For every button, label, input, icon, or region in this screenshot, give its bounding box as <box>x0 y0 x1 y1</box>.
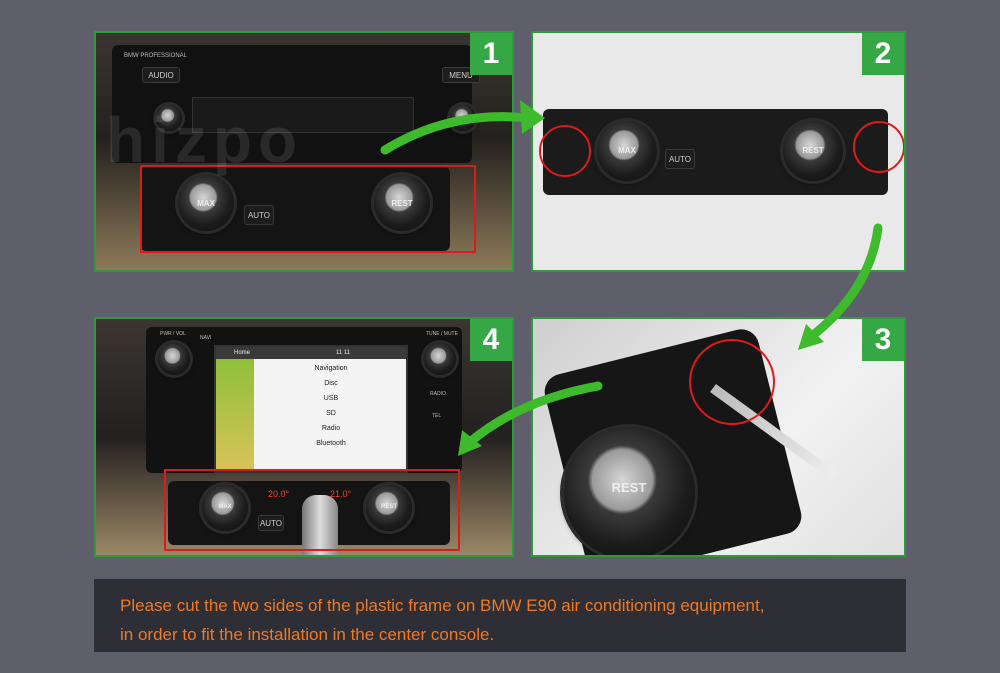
radio-label: RADIO <box>430 391 446 397</box>
right-cut-circle <box>853 121 904 173</box>
left-climate-knob: MAX <box>202 485 248 531</box>
screen-title: Home <box>234 350 251 356</box>
right-climate-knob: REST <box>374 175 430 231</box>
step-1-photo: BMW PROFESSIONAL AUDIO MENU MAX AUTO RES… <box>94 31 514 272</box>
step-number-badge: 4 <box>470 319 512 361</box>
temp-right: 21.0° <box>330 489 352 499</box>
cut-circle <box>689 339 775 425</box>
navi-label: NAVI <box>200 335 212 341</box>
tel-label: TEL <box>432 413 442 419</box>
gear-shifter <box>302 495 338 555</box>
step-4-photo: PWR / VOL NAVI TUNE / MUTE RADIO TEL Hom… <box>94 317 514 557</box>
pwr-knob <box>158 343 190 375</box>
step-number-badge: 3 <box>862 319 904 361</box>
screen-header: Home 11 11 <box>216 347 406 359</box>
rest-label: REST <box>391 198 413 208</box>
caption-line-2: in order to fit the installation in the … <box>120 625 495 644</box>
tune-knob <box>424 343 456 375</box>
step-2-photo: MAX AUTO REST 2 <box>531 31 906 272</box>
menu-list: Navigation Disc USB SD Radio Bluetooth <box>276 361 386 451</box>
step-number-badge: 2 <box>862 33 904 75</box>
step-number-badge: 1 <box>470 33 512 75</box>
max-label: MAX <box>618 146 636 156</box>
instruction-caption: Please cut the two sides of the plastic … <box>94 579 906 652</box>
temp-left: 20.0° <box>268 489 290 499</box>
caption-line-1: Please cut the two sides of the plastic … <box>120 596 765 615</box>
left-cut-circle <box>539 125 591 177</box>
menu-item-navigation: Navigation <box>314 365 348 372</box>
screen-sidebar <box>216 359 254 471</box>
nav-screen: Home 11 11 Navigation Disc USB SD Radio … <box>214 345 408 473</box>
rest-label: REST <box>380 504 397 511</box>
radio-brand-label: BMW PROFESSIONAL <box>124 53 188 59</box>
left-climate-knob: MAX <box>178 175 234 231</box>
radio-display <box>192 97 414 133</box>
climate-highlight-box <box>140 165 476 253</box>
tune-label: TUNE / MUTE <box>426 331 458 337</box>
volume-knob <box>156 105 182 131</box>
rest-label: REST <box>611 479 647 495</box>
rest-knob: REST <box>563 427 695 555</box>
max-label: MAX <box>197 198 215 208</box>
audio-button: AUDIO <box>142 67 180 83</box>
radio-unit: BMW PROFESSIONAL AUDIO MENU <box>112 45 480 163</box>
rest-label: REST <box>802 146 824 156</box>
right-climate-knob: REST <box>783 121 843 181</box>
menu-item-radio: Radio <box>321 425 341 432</box>
menu-item-disc: Disc <box>324 380 338 387</box>
auto-button: AUTO <box>244 205 274 225</box>
menu-item-bluetooth: Bluetooth <box>316 440 346 447</box>
left-climate-knob: MAX <box>597 121 657 181</box>
auto-button: AUTO <box>258 515 284 531</box>
auto-button: AUTO <box>665 149 695 169</box>
tune-knob <box>450 105 476 131</box>
step-3-photo: REST 3 <box>531 317 906 557</box>
right-climate-knob: REST <box>366 485 412 531</box>
screen-clock: 11 11 <box>336 350 351 356</box>
menu-item-usb: USB <box>323 395 339 402</box>
pwr-label: PWR / VOL <box>160 331 186 337</box>
max-label: MAX <box>218 504 232 511</box>
climate-highlight-box <box>164 469 460 551</box>
menu-item-sd: SD <box>326 410 336 417</box>
